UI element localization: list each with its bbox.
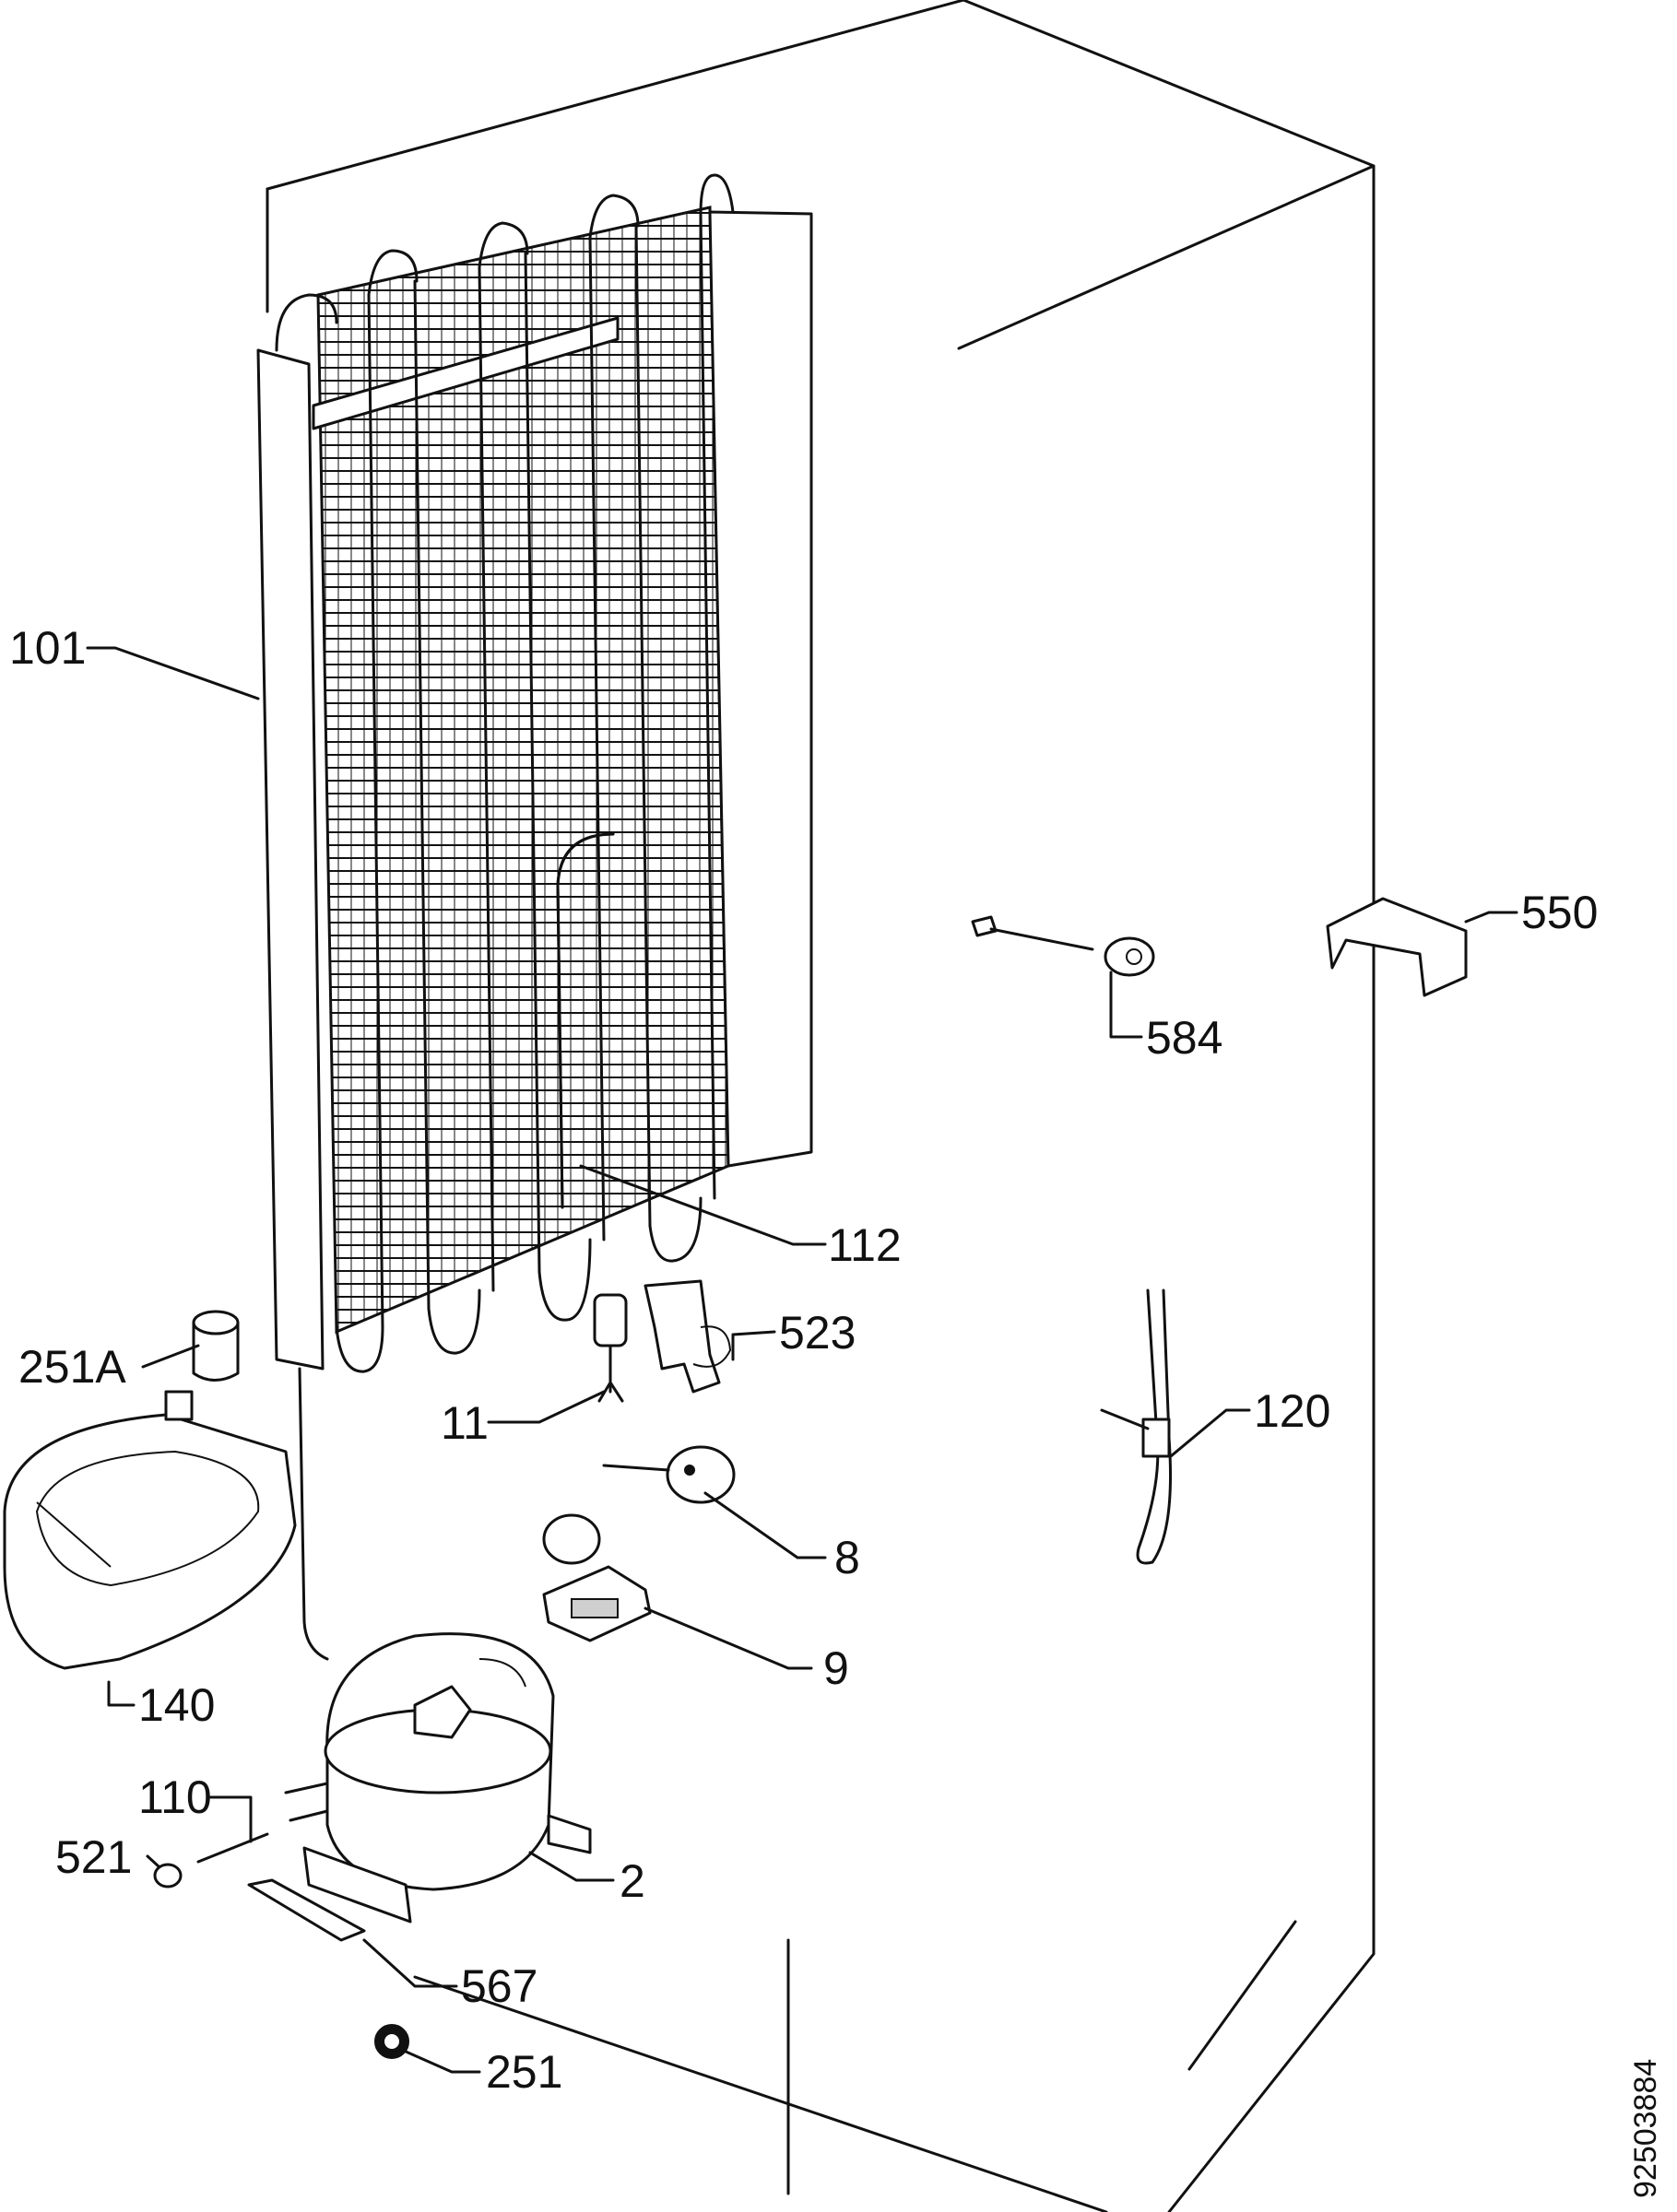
part-251a-cup <box>192 1310 240 1382</box>
label-112: 112 <box>828 1219 902 1271</box>
label-8: 8 <box>834 1532 860 1583</box>
label-550: 550 <box>1521 887 1598 938</box>
callout-labels: 101 112 251A 523 11 140 8 9 110 521 2 56… <box>9 622 1663 2198</box>
cabinet-body <box>266 0 1376 2212</box>
label-101: 101 <box>9 622 86 674</box>
part-584-sensor <box>971 915 1155 977</box>
label-2: 2 <box>620 1855 645 1907</box>
label-584: 584 <box>1146 1012 1222 1064</box>
label-523: 523 <box>779 1307 856 1359</box>
label-11: 11 <box>441 1397 489 1449</box>
part-140-drip-tray <box>3 1390 297 1670</box>
label-251a: 251A <box>18 1341 126 1393</box>
leader-lines <box>86 646 1518 2074</box>
part-110-pin <box>196 1832 269 1864</box>
part-523-bracket <box>644 1279 732 1394</box>
label-140: 140 <box>138 1679 215 1731</box>
label-567: 567 <box>461 1960 537 2012</box>
part-11-solenoid <box>593 1293 628 1403</box>
document-number: 92503884 <box>1628 2059 1663 2198</box>
part-521-cap <box>153 1863 183 1888</box>
part-2-compressor <box>284 1632 592 1924</box>
label-120: 120 <box>1254 1385 1330 1437</box>
label-251: 251 <box>486 2046 562 2098</box>
label-521: 521 <box>55 1831 132 1883</box>
part-9-relay <box>542 1513 652 1642</box>
part-251-foot <box>374 2024 409 2059</box>
label-9: 9 <box>823 1642 849 1694</box>
part-120-wiring <box>1100 1288 1172 1565</box>
part-567-plate <box>247 1878 366 1942</box>
part-550-clip <box>1326 897 1468 997</box>
condenser-101 <box>256 173 813 1661</box>
label-110: 110 <box>138 1771 212 1823</box>
part-8-protector <box>602 1445 736 1504</box>
